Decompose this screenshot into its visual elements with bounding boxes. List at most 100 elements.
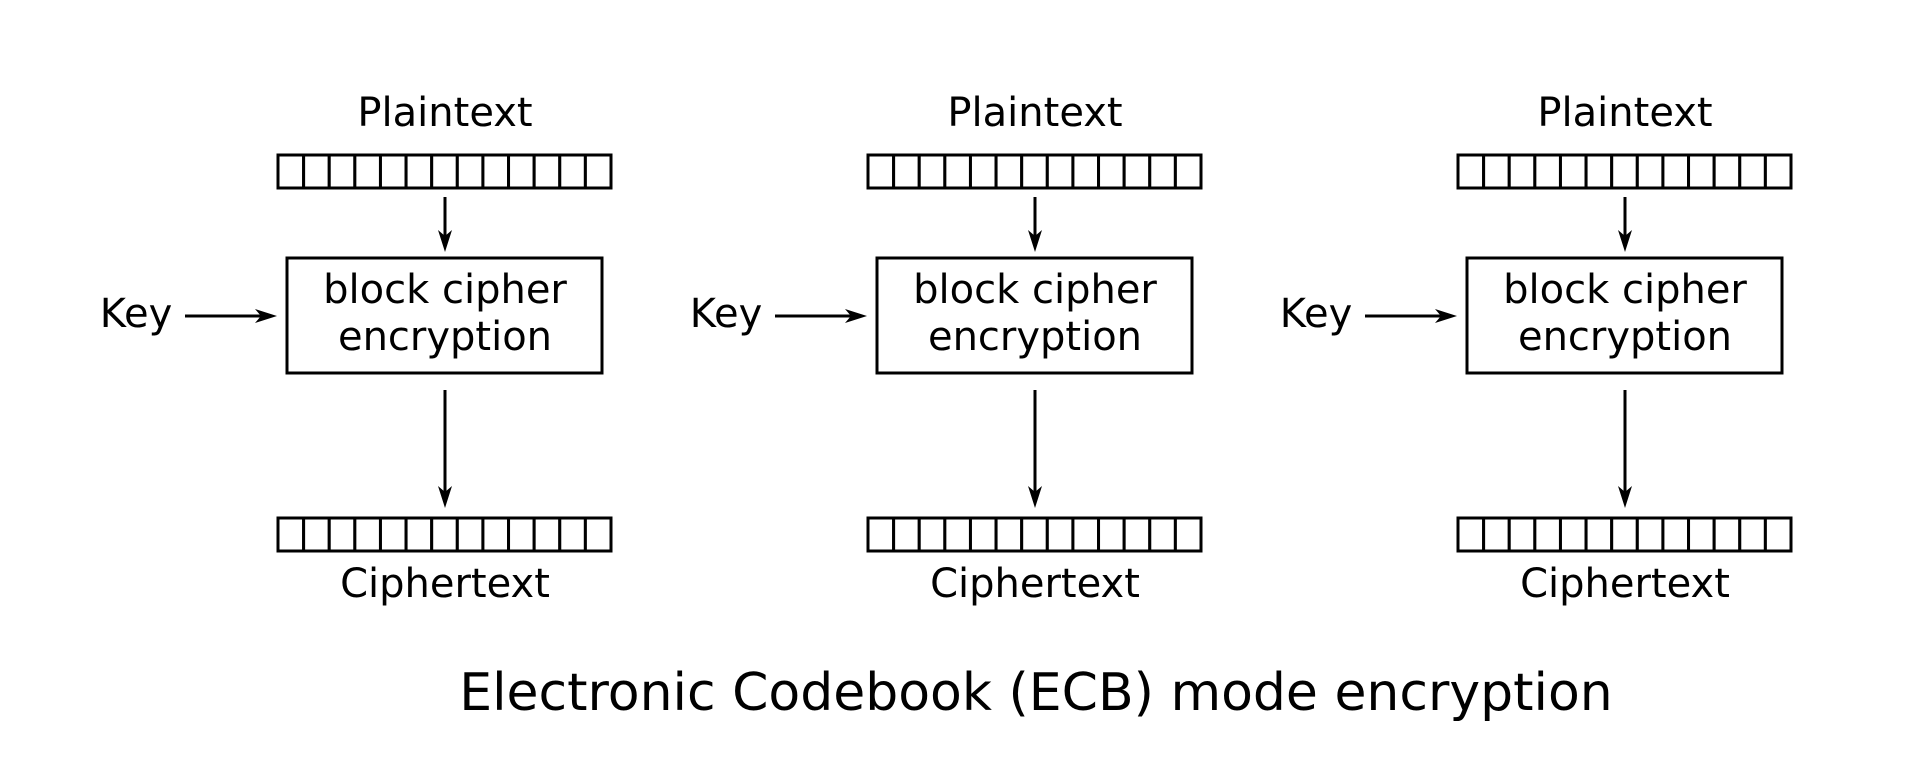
block-cell <box>1482 153 1511 190</box>
cipher-label-line1: block cipher <box>323 267 567 313</box>
block-cell <box>866 516 896 553</box>
block-cell <box>276 153 306 190</box>
diagram-title: Electronic Codebook (ECB) mode encryptio… <box>459 663 1613 723</box>
block-cell <box>1610 516 1639 553</box>
block-cell <box>1533 153 1562 190</box>
block-cell <box>1635 516 1665 553</box>
block-cell <box>1122 516 1152 553</box>
block-cell <box>1763 516 1793 553</box>
key-arrow <box>1365 309 1457 323</box>
block-cell <box>1045 153 1075 190</box>
block-cell <box>353 516 382 553</box>
cipher-label-line2: encryption <box>338 314 552 360</box>
ciphertext-label: Ciphertext <box>340 561 550 607</box>
block-cell <box>507 153 536 190</box>
block-cipher-box <box>1465 256 1784 375</box>
block-cell <box>404 516 434 553</box>
block-cell <box>943 153 972 190</box>
block-cell <box>892 153 921 190</box>
plaintext-block <box>276 153 613 190</box>
ciphertext-label: Ciphertext <box>930 561 1140 607</box>
block-cell <box>327 516 357 553</box>
block-cell <box>1661 153 1691 190</box>
ciphertext-label: Ciphertext <box>1520 561 1730 607</box>
key-label: Key <box>1280 291 1353 337</box>
block-cell <box>378 153 408 190</box>
block-cipher-box <box>875 256 1194 375</box>
cipher-label-line2: encryption <box>1518 314 1732 360</box>
plaintext-arrow <box>1028 197 1042 252</box>
key-arrow <box>185 309 277 323</box>
block-cell <box>1456 153 1486 190</box>
block-cell <box>1148 516 1177 553</box>
block-cell <box>1687 153 1716 190</box>
block-cell <box>327 153 357 190</box>
ciphertext-block <box>866 516 1203 553</box>
block-cell <box>558 516 587 553</box>
block-cell <box>1071 153 1101 190</box>
plaintext-arrow <box>438 197 452 252</box>
block-cell <box>353 153 382 190</box>
block-cell <box>1148 153 1177 190</box>
block-cell <box>1097 153 1126 190</box>
block-cell <box>1738 153 1767 190</box>
cipher-label-line1: block cipher <box>1503 267 1747 313</box>
block-cell <box>558 153 587 190</box>
block-cell <box>1635 153 1665 190</box>
block-cell <box>481 516 511 553</box>
block-cell <box>583 516 613 553</box>
block-cipher-box <box>285 256 604 375</box>
block-cell <box>1558 516 1588 553</box>
plaintext-label: Plaintext <box>947 90 1122 136</box>
block-cell <box>917 153 947 190</box>
block-cell <box>276 516 306 553</box>
ciphertext-arrow <box>1618 390 1632 508</box>
cipher-label-line1: block cipher <box>913 267 1157 313</box>
plaintext-label: Plaintext <box>1537 90 1712 136</box>
plaintext-block <box>866 153 1203 190</box>
block-cell <box>1020 153 1049 190</box>
block-cell <box>1456 516 1486 553</box>
block-cell <box>532 153 562 190</box>
block-cell <box>1122 153 1152 190</box>
ciphertext-block <box>276 516 613 553</box>
block-cell <box>378 516 408 553</box>
block-cell <box>481 153 511 190</box>
key-label: Key <box>100 291 173 337</box>
block-cell <box>1712 516 1742 553</box>
block-cell <box>302 516 331 553</box>
key-arrow <box>775 309 867 323</box>
ciphertext-block <box>1456 516 1793 553</box>
ciphertext-arrow <box>1028 390 1042 508</box>
block-cell <box>1661 516 1691 553</box>
block-cell <box>430 153 459 190</box>
block-cell <box>1507 153 1537 190</box>
block-cell <box>1071 516 1101 553</box>
block-cell <box>1712 153 1742 190</box>
block-cell <box>1687 516 1716 553</box>
block-cell <box>1558 153 1588 190</box>
block-cell <box>1584 516 1614 553</box>
block-cell <box>1738 516 1767 553</box>
key-label: Key <box>690 291 763 337</box>
plaintext-block <box>1456 153 1793 190</box>
block-cell <box>1584 153 1614 190</box>
block-cell <box>583 153 613 190</box>
block-cell <box>507 516 536 553</box>
ciphertext-arrow <box>438 390 452 508</box>
block-cell <box>302 153 331 190</box>
block-cell <box>455 516 485 553</box>
block-cell <box>1097 516 1126 553</box>
cipher-label-line2: encryption <box>928 314 1142 360</box>
block-cell <box>866 153 896 190</box>
block-cell <box>943 516 972 553</box>
plaintext-label: Plaintext <box>357 90 532 136</box>
block-cell <box>1482 516 1511 553</box>
block-cell <box>1610 153 1639 190</box>
block-cell <box>994 516 1024 553</box>
block-cell <box>1020 516 1049 553</box>
block-cell <box>1763 153 1793 190</box>
